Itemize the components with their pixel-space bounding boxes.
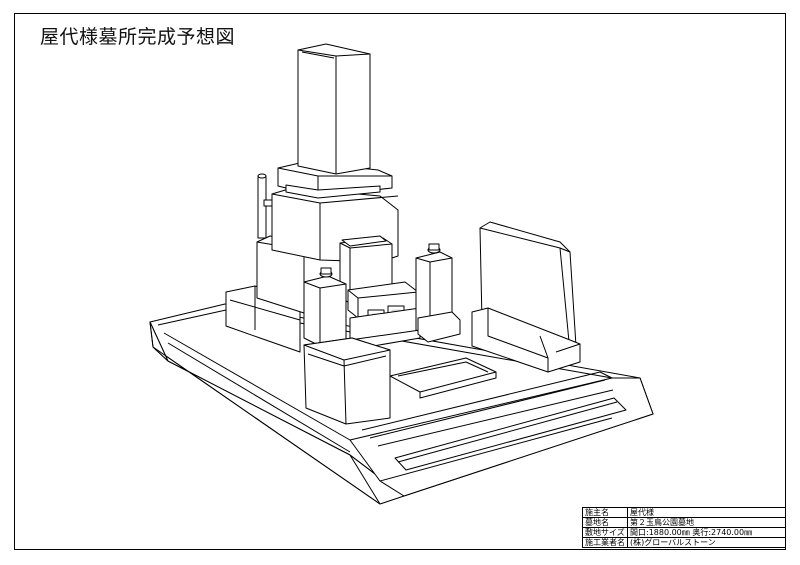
memorial-plate (471, 221, 581, 373)
drawing-title: 屋代様墓所完成予想図 (40, 26, 236, 48)
incense-stand (339, 235, 421, 351)
info-row: 墓地名 第２玉鳥公園墓地 (582, 517, 786, 528)
side-rod (257, 173, 273, 239)
front-steps (349, 371, 654, 497)
info-label: 施主名 (582, 507, 628, 518)
monument-cap-stones (277, 161, 393, 199)
monument-main-pillar (297, 43, 371, 175)
info-label: 墓地名 (582, 517, 628, 528)
info-value: 第２玉鳥公園墓地 (627, 517, 786, 528)
info-row: 施主名 屋代様 (582, 507, 786, 518)
title-block-table: 施主名 屋代様 墓地名 第２玉鳥公園墓地 敷地サイズ 間口:1880.00㎜ 奥… (582, 507, 786, 548)
left-vase-pillar (303, 267, 347, 347)
info-value: 間口:1880.00㎜ 奥行:2740.00㎜ (627, 527, 786, 538)
info-label: 敷地サイズ (582, 527, 628, 538)
info-value: (株)グローバルストーン (627, 537, 786, 548)
info-label: 施工業者名 (582, 537, 628, 548)
info-value: 屋代様 (627, 507, 786, 518)
info-row: 施工業者名 (株)グローバルストーン (582, 537, 786, 548)
drawing-sheet-border (14, 13, 786, 550)
ground-plate (389, 357, 497, 399)
offering-box (303, 337, 391, 425)
info-row: 敷地サイズ 間口:1880.00㎜ 奥行:2740.00㎜ (582, 527, 786, 538)
right-vase-pillar (415, 243, 461, 343)
